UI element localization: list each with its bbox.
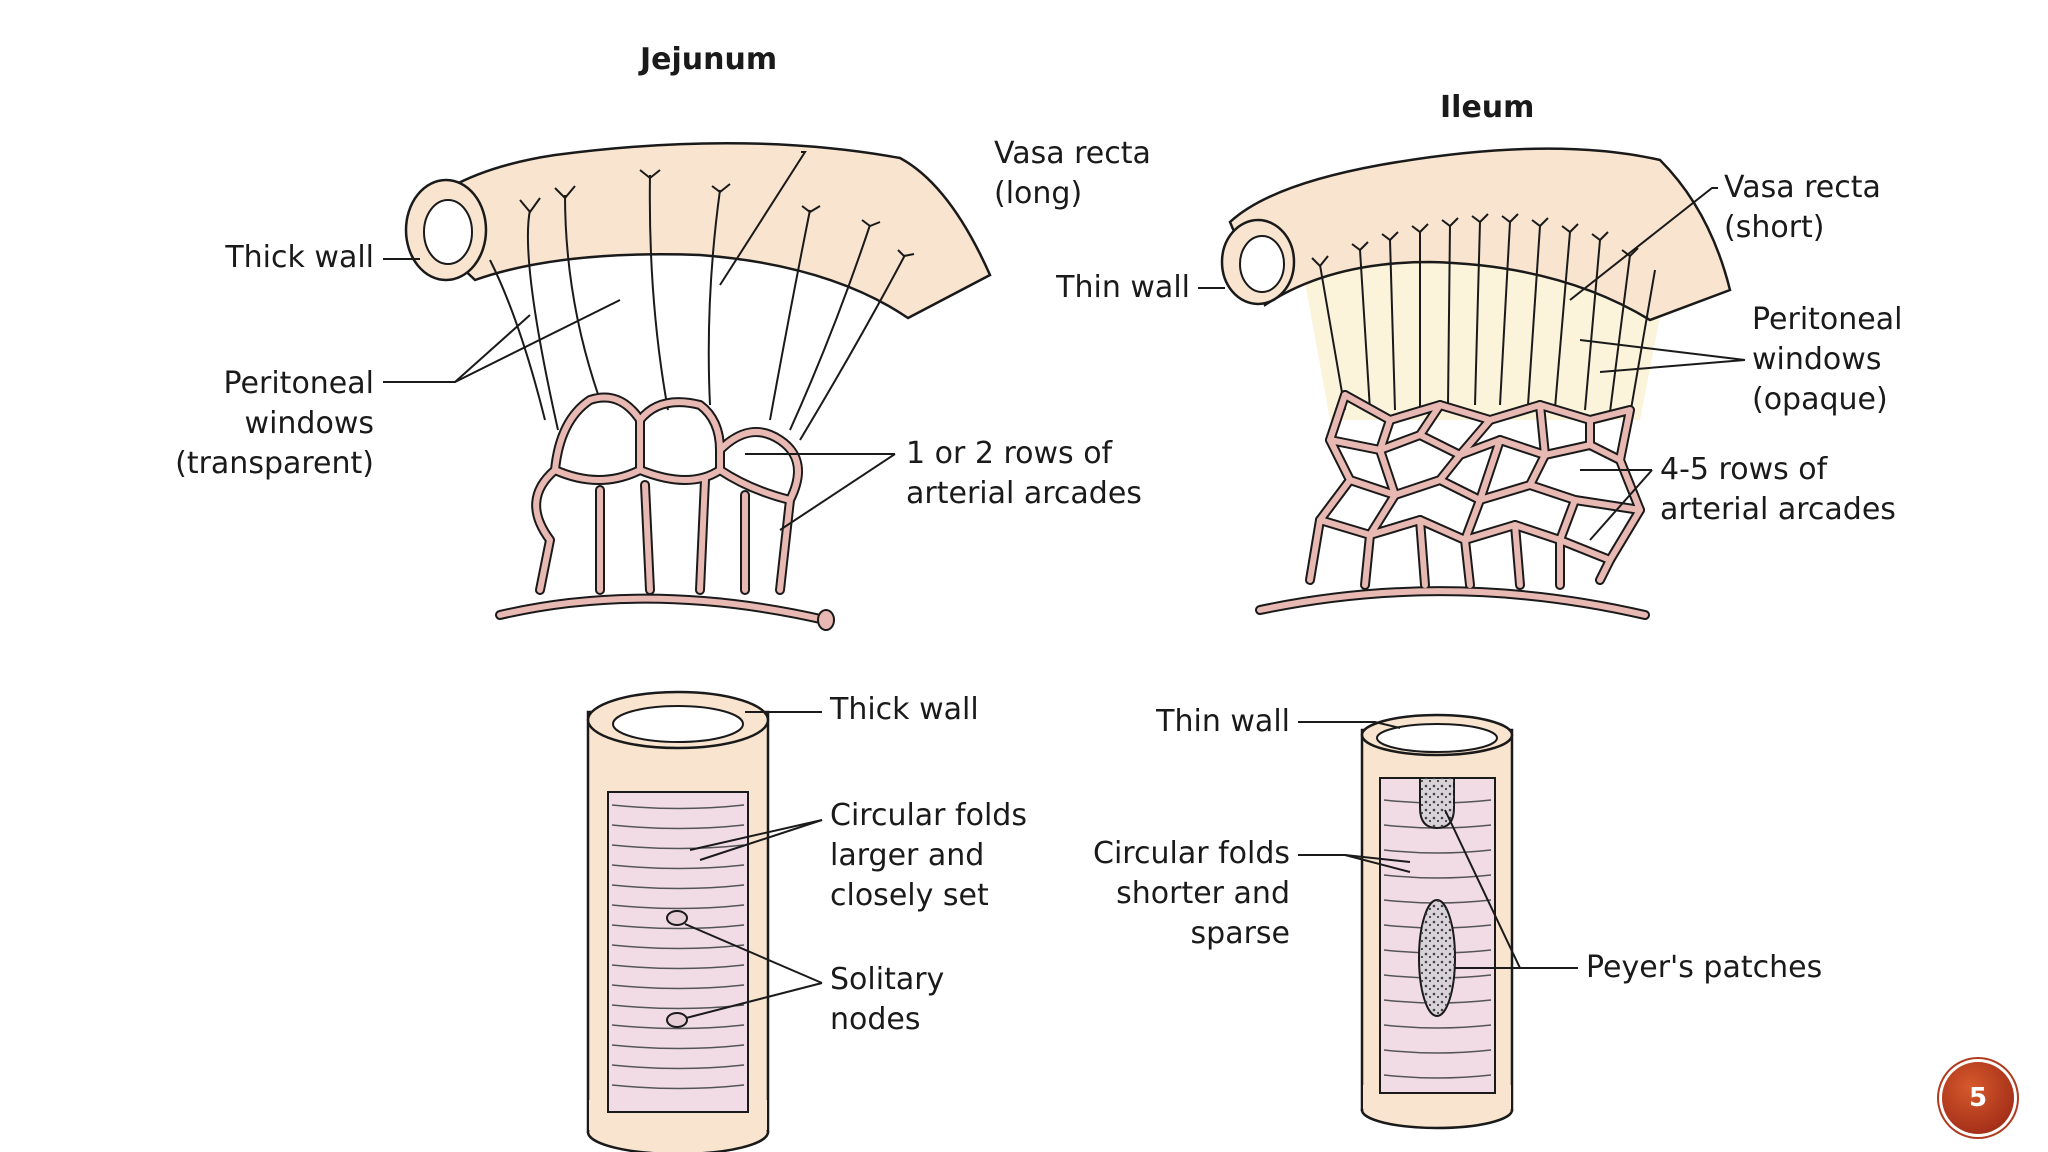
jejunum-illustration: [383, 141, 992, 631]
jejunum-vasa-recta-label-1: Vasa recta: [994, 136, 1151, 171]
jejunum-windows-label-2: windows: [244, 406, 374, 441]
jejunum-vasa-recta-label-2: (long): [994, 176, 1083, 211]
jejunum-windows-label-1: Peritoneal: [223, 366, 374, 401]
page-number-badge: 5: [1942, 1062, 2014, 1134]
jejunum-section-folds-label-1: Circular folds: [830, 798, 1027, 833]
ileum-cross-section: [1298, 713, 1578, 1130]
ileum-section-patches-label: Peyer's patches: [1586, 950, 1823, 985]
jejunum-title: Jejunum: [640, 42, 778, 77]
ileum-section-folds-label-2: shorter and: [1116, 876, 1290, 911]
jejunum-leader-lines: [383, 151, 896, 531]
ileum-windows-label-1: Peritoneal: [1752, 302, 1903, 337]
ileum-thin-wall-label: Thin wall: [1056, 270, 1190, 305]
ileum-illustration: [1198, 147, 1746, 620]
solitary-node-2: [666, 1012, 688, 1028]
ileum-vasa-recta-label-2: (short): [1724, 210, 1825, 245]
jejunum-intestine-tube: [408, 141, 992, 320]
ileum-section-folds-label-3: sparse: [1190, 916, 1290, 951]
jejunum-cross-section: [586, 690, 823, 1152]
ileum-circular-folds: [1383, 799, 1492, 1079]
solitary-node-1: [666, 910, 688, 926]
ileum-arcades-label-1: 4-5 rows of: [1660, 452, 1828, 487]
jejunum-arcades-label-2: arterial arcades: [906, 476, 1142, 511]
ileum-vasa-recta: [1311, 213, 1656, 416]
ileum-vasa-recta-label-1: Vasa recta: [1724, 170, 1881, 205]
ileum-section-wall-label: Thin wall: [1156, 704, 1290, 739]
jejunum-section-folds-label-3: closely set: [830, 878, 989, 913]
jejunum-section-folds-label-2: larger and: [830, 838, 985, 873]
jejunum-arcades-label-1: 1 or 2 rows of: [906, 436, 1113, 471]
jejunum-section-nodes-label-1: Solitary: [830, 962, 945, 997]
ileum-windows-label-2: windows: [1752, 342, 1882, 377]
jejunum-arterial-arcades: [495, 392, 830, 625]
jejunum-windows-label-3: (transparent): [175, 446, 374, 481]
ileum-windows-label-3: (opaque): [1752, 382, 1888, 417]
jejunum-section-wall-label: Thick wall: [830, 692, 979, 727]
ileum-leader-lines: [1198, 187, 1746, 541]
jejunum-circular-folds: [611, 804, 745, 1090]
jejunum-section-nodes-label-2: nodes: [830, 1002, 921, 1037]
jejunum-thick-wall-label: Thick wall: [225, 240, 374, 275]
ileum-title: Ileum: [1440, 90, 1535, 125]
jejunum-lumen: [607, 791, 749, 1113]
ileum-arterial-arcades: [1255, 390, 1650, 620]
ileum-arcades-label-2: arterial arcades: [1660, 492, 1896, 527]
ileum-section-folds-label-1: Circular folds: [1093, 836, 1290, 871]
jejunum-vasa-recta: [489, 169, 915, 441]
